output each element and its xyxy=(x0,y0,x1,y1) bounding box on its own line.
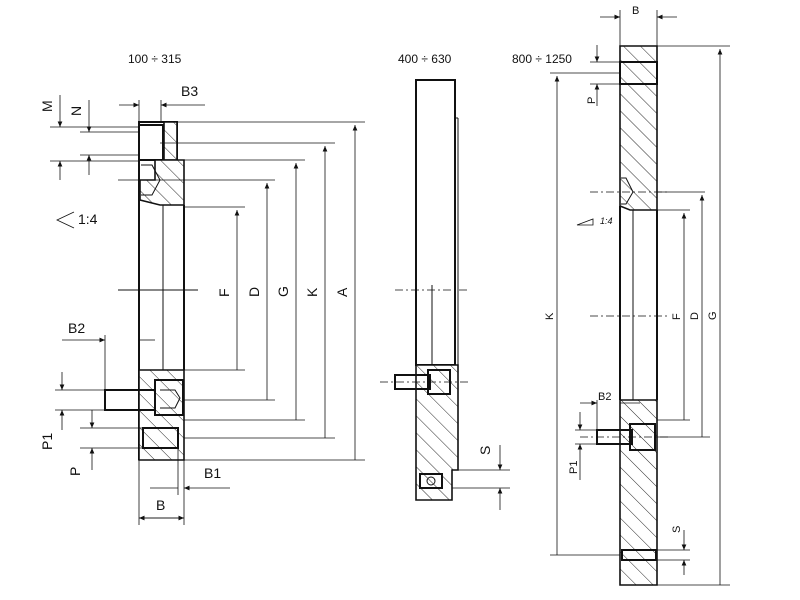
label-M: M xyxy=(39,100,55,112)
label-P: P xyxy=(67,467,83,476)
lower-bore xyxy=(419,473,443,489)
label-N: N xyxy=(68,106,84,116)
label-S: S xyxy=(477,446,493,455)
label-B1: B1 xyxy=(204,465,221,481)
flange-section xyxy=(163,121,178,161)
label-F: F xyxy=(216,288,232,297)
label-B2: B2 xyxy=(598,391,611,403)
label-K: K xyxy=(544,312,556,320)
label-K: K xyxy=(304,287,320,297)
upper-body-section xyxy=(139,159,185,206)
dimensions xyxy=(50,95,365,525)
taper-icon xyxy=(576,218,594,226)
label-taper: 1:4 xyxy=(78,211,98,227)
taper-icon xyxy=(56,211,75,229)
lower-bore xyxy=(621,549,657,561)
flange-bore xyxy=(138,124,164,161)
label-P1: P1 xyxy=(568,461,580,474)
view-800-1250: 800 ÷ 1250 B P K 1:4 xyxy=(512,5,730,586)
label-D: D xyxy=(246,287,262,297)
body-upper-section xyxy=(619,45,658,211)
chuck-section xyxy=(104,121,198,461)
bolt-head xyxy=(160,389,181,409)
label-taper: 1:4 xyxy=(600,216,613,226)
bore-hole xyxy=(426,476,436,486)
label-B3: B3 xyxy=(181,83,198,99)
lower-bore xyxy=(142,427,179,449)
label-B2: B2 xyxy=(68,320,85,336)
view-title: 800 ÷ 1250 xyxy=(512,52,572,66)
view-title: 400 ÷ 630 xyxy=(398,52,452,66)
view-title: 100 ÷ 315 xyxy=(128,52,182,66)
label-G: G xyxy=(707,311,719,320)
label-P: P xyxy=(586,97,598,104)
label-B: B xyxy=(156,497,165,513)
label-G: G xyxy=(275,286,291,297)
bolt-shank xyxy=(104,389,156,411)
label-D: D xyxy=(689,312,701,320)
label-B: B xyxy=(632,5,639,17)
view-100-315: 100 ÷ 315 xyxy=(39,52,365,525)
body-lower-section xyxy=(619,399,658,586)
body-upper xyxy=(415,79,456,366)
label-S: S xyxy=(671,526,683,533)
label-A: A xyxy=(334,287,350,297)
body-lower-section xyxy=(415,364,459,501)
view-400-630: 400 ÷ 630 S xyxy=(380,52,510,510)
label-F: F xyxy=(671,313,683,320)
label-P1: P1 xyxy=(39,433,55,450)
